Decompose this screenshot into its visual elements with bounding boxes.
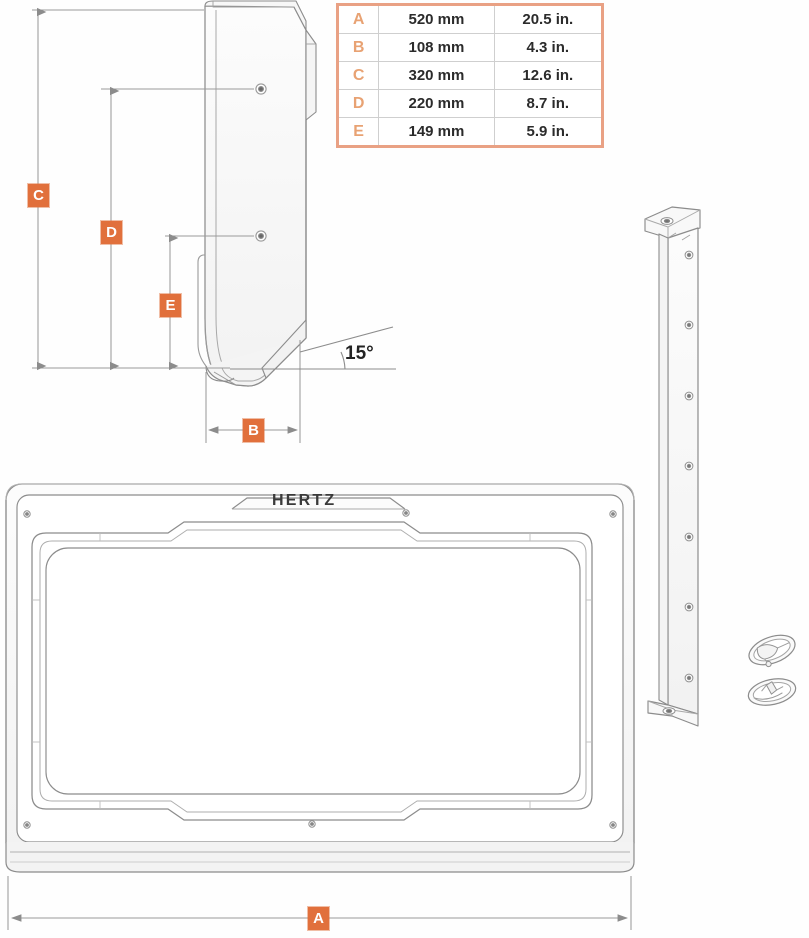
table-row: A 520 mm 20.5 in.	[339, 6, 601, 34]
dimension-spec-table: A 520 mm 20.5 in. B 108 mm 4.3 in. C 320…	[336, 3, 604, 148]
dimension-badge-b: B	[243, 419, 264, 442]
spec-inch-e: 5.9 in.	[493, 117, 601, 145]
spec-key-b: B	[339, 33, 380, 62]
screw-knob-hardware	[747, 634, 797, 706]
inner-aperture	[45, 547, 581, 795]
frame-corner-screws	[23, 509, 617, 829]
spec-inch-a: 20.5 in.	[493, 6, 601, 34]
spec-mm-d: 220 mm	[378, 89, 495, 118]
brand-wordmark: HERTZ	[272, 492, 337, 509]
tilt-angle-label: 15°	[345, 343, 374, 364]
spec-key-a: A	[339, 6, 380, 34]
front-frame-view	[5, 483, 635, 873]
dimension-badge-c: C	[28, 184, 49, 207]
knob-upper	[748, 634, 796, 668]
inner-opening-rim	[39, 529, 587, 813]
spec-key-c: C	[339, 61, 380, 90]
mounting-bracket-view	[644, 206, 701, 727]
knob-lower	[747, 678, 797, 706]
tilt-angle-indicator	[230, 326, 396, 370]
spec-mm-e: 149 mm	[378, 117, 495, 145]
spec-key-d: D	[339, 89, 380, 118]
spec-mm-c: 320 mm	[378, 61, 495, 90]
table-row: B 108 mm 4.3 in.	[339, 33, 601, 62]
mount-hole-upper	[255, 83, 267, 95]
spec-mm-a: 520 mm	[378, 6, 495, 34]
angle-upper-ray	[299, 326, 394, 353]
spec-inch-b: 4.3 in.	[493, 33, 601, 62]
spec-key-e: E	[339, 117, 380, 145]
bracket-holes	[684, 250, 694, 683]
table-row: C 320 mm 12.6 in.	[339, 61, 601, 90]
spec-inch-c: 12.6 in.	[493, 61, 601, 90]
mount-hole-lower	[255, 230, 267, 242]
table-row: D 220 mm 8.7 in.	[339, 89, 601, 118]
dimension-badge-e: E	[160, 294, 181, 317]
table-row: E 149 mm 5.9 in.	[339, 117, 601, 145]
spec-mm-b: 108 mm	[378, 33, 495, 62]
dimension-badge-a: A	[308, 907, 329, 930]
spec-inch-d: 8.7 in.	[493, 89, 601, 118]
side-profile-view	[197, 0, 317, 387]
angle-arc	[340, 351, 346, 370]
dimension-badge-d: D	[101, 221, 122, 244]
